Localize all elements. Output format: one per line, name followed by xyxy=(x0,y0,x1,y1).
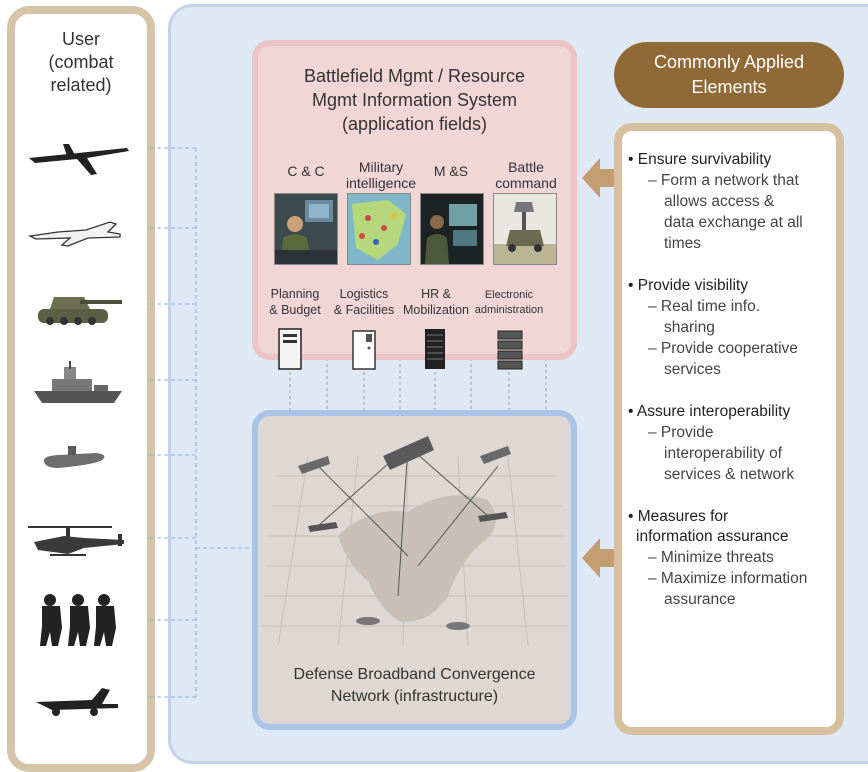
field-label-c-and-c: C & C xyxy=(270,163,342,179)
submarine-icon xyxy=(43,446,105,468)
warship-icon xyxy=(34,361,122,403)
uav-icon xyxy=(29,144,129,175)
sub-item: services xyxy=(664,361,721,378)
fighter-jet-icon xyxy=(28,221,121,247)
app-title-line: Battlefield Mgmt / Resource xyxy=(303,66,526,86)
field-label-m-and-s: M &S xyxy=(418,163,484,179)
resource-label-line: administration xyxy=(474,304,544,316)
sub-item: data exchange at all xyxy=(664,214,803,231)
common-title-line: Elements xyxy=(691,77,767,97)
sub-item: – Maximize information xyxy=(648,570,808,587)
bullet-information-assurance: • Measures for xyxy=(628,508,729,525)
field-label-battle-command: Battle command xyxy=(490,159,562,191)
user-title-line: User xyxy=(61,29,100,49)
bullet-provide-visibility: • Provide visibility xyxy=(628,277,748,294)
common-title-line: Commonly Applied xyxy=(653,52,805,72)
resource-label-line: & Facilities xyxy=(333,303,395,317)
user-title-line: (combat xyxy=(48,52,114,72)
sub-item: allows access & xyxy=(664,193,775,210)
arrow-left-icon xyxy=(582,158,616,198)
field-label-line: M &S xyxy=(433,163,469,179)
server-rack-icon xyxy=(425,329,445,369)
sub-item: – Minimize threats xyxy=(648,549,774,566)
resource-label-planning-budget: Planning & Budget xyxy=(262,286,328,318)
tank-icon xyxy=(38,297,122,325)
field-label-line: Battle xyxy=(508,159,544,175)
common-elements-header: Commonly Applied Elements xyxy=(614,42,844,108)
resource-label-line: Planning xyxy=(270,287,320,301)
sub-item: – Form a network that xyxy=(648,172,799,189)
soldiers-icon xyxy=(40,594,116,646)
battle-command-photo xyxy=(493,193,557,265)
common-elements-list: • Ensure survivability – Form a network … xyxy=(628,150,838,610)
resource-label-line: Logistics xyxy=(339,287,389,301)
arrow-left-icon xyxy=(582,538,616,578)
server-icon xyxy=(352,330,376,370)
sub-item: – Provide xyxy=(648,424,714,441)
resource-label-line: Electronic xyxy=(484,289,534,301)
field-label-line: C & C xyxy=(287,163,325,179)
sub-item: assurance xyxy=(664,591,736,608)
bullet-information-assurance-line2: information assurance xyxy=(636,528,789,545)
sub-item: sharing xyxy=(664,319,715,336)
network-box: Defense Broadband Convergence Network (i… xyxy=(252,410,577,730)
sub-item: times xyxy=(664,235,702,252)
app-title-line: Mgmt Information System xyxy=(311,90,518,110)
field-label-line: intelligence xyxy=(345,175,417,191)
user-title: User (combat related) xyxy=(15,28,147,97)
user-title-line: related) xyxy=(50,75,112,95)
network-label-line: Defense Broadband Convergence xyxy=(293,666,536,683)
app-title: Battlefield Mgmt / Resource Mgmt Informa… xyxy=(258,64,571,136)
common-elements-box xyxy=(614,123,844,735)
common-elements-title: Commonly Applied Elements xyxy=(614,50,844,100)
resource-label-electronic-administration: Electronic administration xyxy=(472,288,546,318)
resource-label-line: Mobilization xyxy=(402,303,469,317)
network-label: Defense Broadband Convergence Network (i… xyxy=(258,664,571,708)
bullet-assure-interoperability: • Assure interoperability xyxy=(628,403,791,420)
app-title-line: (application fields) xyxy=(341,114,488,134)
helicopter-icon xyxy=(28,526,124,556)
resource-label-logistics-facilities: Logistics & Facilities xyxy=(326,286,402,318)
satellite-network-map xyxy=(262,436,568,647)
sub-item: services & network xyxy=(664,466,795,483)
bullet-ensure-survivability: • Ensure survivability xyxy=(628,151,772,168)
resource-label-line: & Budget xyxy=(269,303,321,317)
resource-label-line: HR & xyxy=(421,287,451,301)
field-label-line: Military xyxy=(358,159,404,175)
m-and-s-photo xyxy=(420,193,484,265)
sub-item: – Provide cooperative xyxy=(648,340,798,357)
field-label-military-intelligence: Military intelligence xyxy=(343,159,419,191)
network-label-line: Network (infrastructure) xyxy=(330,688,499,705)
server-icon xyxy=(278,328,302,370)
artillery-icon xyxy=(36,688,118,716)
field-label-line: command xyxy=(495,175,557,191)
resource-label-hr-mobilization: HR & Mobilization xyxy=(400,286,472,318)
sub-item: interoperability of xyxy=(664,445,783,462)
server-stack-icon xyxy=(497,330,523,370)
c-and-c-photo xyxy=(274,193,338,265)
sub-item: – Real time info. xyxy=(648,298,760,315)
military-intelligence-photo xyxy=(347,193,411,265)
